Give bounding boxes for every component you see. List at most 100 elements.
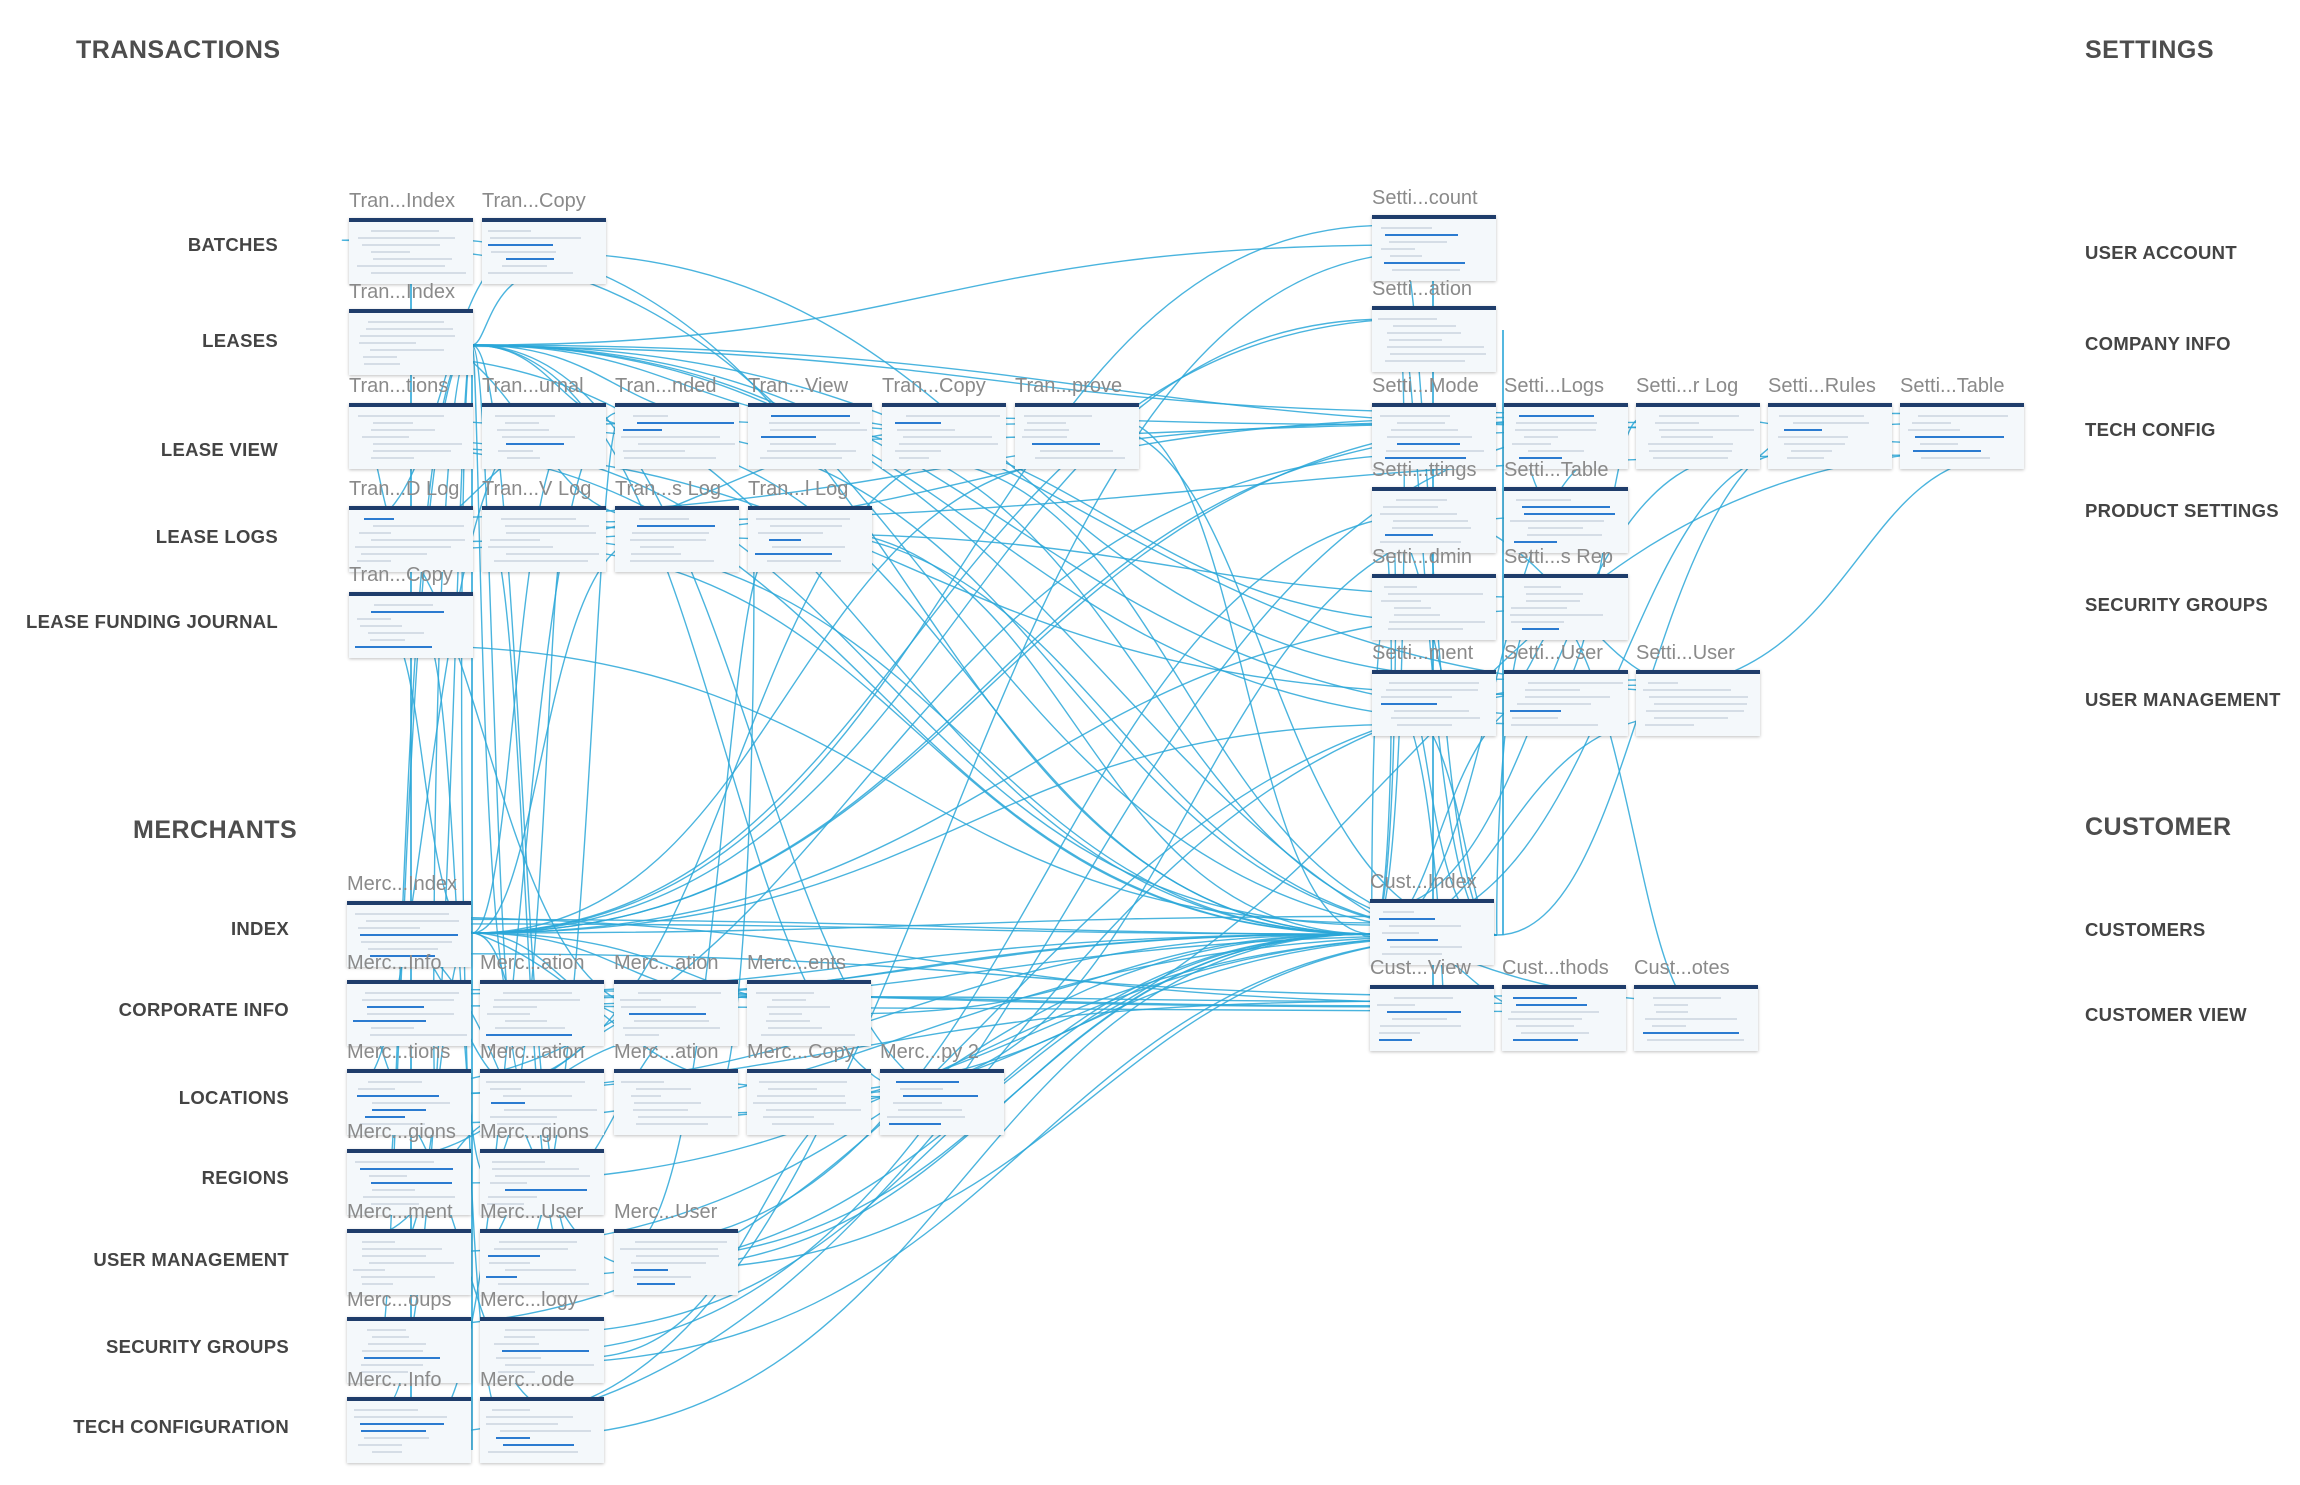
thumbnail-line: [758, 532, 823, 534]
thumbnail-header-bar: [1372, 574, 1496, 578]
screen-thumbnail[interactable]: [1504, 403, 1628, 469]
thumbnail-line: [1390, 946, 1462, 948]
screen-thumbnail[interactable]: [1768, 403, 1892, 469]
thumbnail-line: [1392, 269, 1460, 271]
flow-link: [471, 608, 1581, 934]
thumbnail-header-bar: [347, 1149, 471, 1153]
screen-thumbnail[interactable]: [1502, 985, 1626, 1051]
thumbnail-line: [1519, 457, 1562, 459]
screen-thumbnail[interactable]: [480, 1149, 604, 1215]
thumbnail-line: [490, 1116, 557, 1118]
screen-thumbnail[interactable]: [349, 309, 473, 375]
thumbnail-line: [623, 429, 662, 431]
thumbnail-header-bar: [349, 403, 473, 407]
screen-thumbnail[interactable]: [1636, 403, 1760, 469]
flow-link: [505, 417, 621, 1279]
thumbnail-line: [900, 1088, 943, 1090]
screen-thumbnail[interactable]: [748, 506, 872, 572]
screen-thumbnail[interactable]: [349, 506, 473, 572]
screen-thumbnail[interactable]: [349, 403, 473, 469]
screen-thumbnail[interactable]: [480, 980, 604, 1046]
thumbnail-line: [887, 1116, 965, 1118]
screen-thumbnail[interactable]: [482, 506, 606, 572]
thumbnail-line: [505, 1020, 547, 1022]
row-label-settings-3: PRODUCT SETTINGS: [2085, 500, 2279, 521]
screen-thumbnail[interactable]: [347, 901, 471, 967]
thumbnail-line: [363, 1196, 455, 1198]
screen-thumbnail[interactable]: [349, 218, 473, 284]
screen-thumbnail[interactable]: [615, 403, 739, 469]
thumbnail-line: [621, 1006, 696, 1008]
thumbnail-line: [1524, 436, 1558, 438]
screen-thumbnail[interactable]: [347, 1149, 471, 1215]
screen-thumbnail[interactable]: [1504, 487, 1628, 553]
screen-thumbnail[interactable]: [480, 1397, 604, 1463]
thumbnail-line: [772, 1123, 834, 1125]
thumbnail-line: [1508, 1018, 1582, 1020]
screen-thumbnail[interactable]: [882, 403, 1006, 469]
screen-thumbnail[interactable]: [1015, 403, 1139, 469]
thumbnail-line: [491, 1102, 525, 1104]
thumbnail-line: [357, 560, 391, 562]
screen-thumbnail[interactable]: [347, 980, 471, 1046]
thumbnail-line: [373, 258, 452, 260]
thumbnail-line: [494, 1343, 539, 1345]
thumbnail-header-bar: [614, 1069, 738, 1073]
thumbnail-header-bar: [747, 1069, 871, 1073]
screen-thumbnail[interactable]: [482, 218, 606, 284]
screen-thumbnail[interactable]: [1372, 487, 1496, 553]
screen-thumbnail[interactable]: [1372, 306, 1496, 372]
screen-thumbnail[interactable]: [880, 1069, 1004, 1135]
screen-thumbnail[interactable]: [614, 1229, 738, 1295]
screen-thumbnail[interactable]: [1636, 670, 1760, 736]
screen-thumbnail[interactable]: [1900, 403, 2024, 469]
screen-thumbnail[interactable]: [347, 1397, 471, 1463]
screen-thumbnail[interactable]: [1370, 985, 1494, 1051]
screen-thumbnail[interactable]: [347, 1317, 471, 1383]
screen-thumbnail[interactable]: [748, 403, 872, 469]
screen-thumbnail[interactable]: [349, 592, 473, 658]
screen-title: Merc...User: [614, 1201, 718, 1223]
screen-thumbnail[interactable]: [1372, 670, 1496, 736]
screen-thumbnail[interactable]: [347, 1229, 471, 1295]
thumbnail-line: [369, 1262, 454, 1264]
thumbnail-header-bar: [882, 403, 1006, 407]
screen-title: Setti...ment: [1372, 642, 1474, 664]
screen-thumbnail[interactable]: [480, 1317, 604, 1383]
screen-thumbnail[interactable]: [1372, 215, 1496, 281]
screen-thumbnail[interactable]: [747, 980, 871, 1046]
thumbnail-line: [486, 1276, 517, 1278]
screen-thumbnail[interactable]: [480, 1229, 604, 1295]
thumbnail-line: [1380, 513, 1457, 515]
section-title-settings: SETTINGS: [2085, 36, 2215, 64]
thumbnail-line: [1908, 429, 1960, 431]
screen-thumbnail[interactable]: [1634, 985, 1758, 1051]
screen-thumbnail[interactable]: [482, 403, 606, 469]
thumbnail-line: [1787, 457, 1824, 459]
screen-thumbnail[interactable]: [1370, 899, 1494, 965]
screen-title: Setti...r Log: [1636, 375, 1739, 397]
screen-thumbnail[interactable]: [347, 1069, 471, 1135]
thumbnail-line: [633, 1109, 688, 1111]
screen-thumbnail[interactable]: [1504, 670, 1628, 736]
screen-thumbnail[interactable]: [1372, 574, 1496, 640]
thumbnail-line: [503, 1444, 574, 1446]
thumbnail-line: [1528, 527, 1583, 529]
screen-thumbnail[interactable]: [614, 980, 738, 1046]
thumbnail-header-bar: [880, 1069, 1004, 1073]
thumbnail-line: [506, 443, 564, 445]
thumbnail-line: [367, 1006, 424, 1008]
thumbnail-line: [767, 560, 841, 562]
screen-thumbnail[interactable]: [480, 1069, 604, 1135]
thumbnail-line: [370, 1034, 467, 1036]
thumbnail-line: [371, 539, 465, 541]
thumbnail-line: [621, 436, 720, 438]
screen-thumbnail[interactable]: [614, 1069, 738, 1135]
thumbnail-line: [1522, 506, 1610, 508]
thumbnail-line: [770, 525, 842, 527]
screen-thumbnail[interactable]: [615, 506, 739, 572]
screen-thumbnail[interactable]: [747, 1069, 871, 1135]
screen-thumbnail[interactable]: [1372, 403, 1496, 469]
thumbnail-line: [373, 422, 413, 424]
screen-thumbnail[interactable]: [1504, 574, 1628, 640]
